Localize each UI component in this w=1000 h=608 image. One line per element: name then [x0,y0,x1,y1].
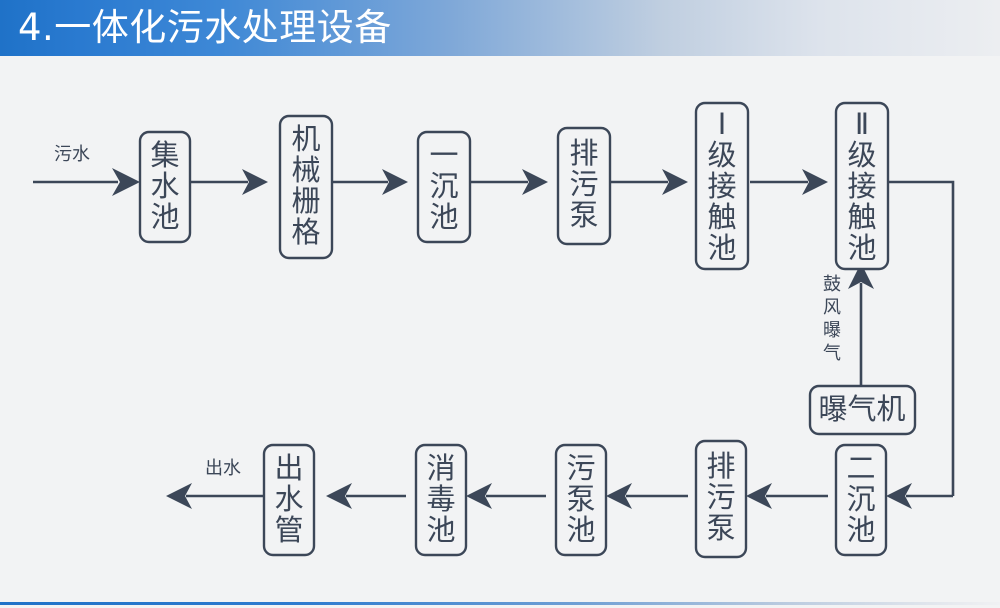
wrap-connector-contact2-to-secondary [888,180,955,496]
node-collect-tank-char-0: 集 [150,138,179,172]
node-contact-tank-1-char-1: 级 [707,138,736,172]
node-sewage-pump-2-char-0: 排 [706,449,735,483]
node-sewage-pump-1-char-0: 排 [569,136,598,170]
node-secondary-settler-box[interactable] [834,443,888,557]
arrow-wrap-into-secondary [886,483,953,509]
node-sewage-pump-1-char-2: 泵 [569,198,598,232]
aeration-label-char-2: 曝 [823,320,841,341]
aeration-label-char-1: 风 [823,297,841,318]
node-sewage-pump-2-char-2: 泵 [706,511,735,545]
inlet-arrow [33,168,140,196]
node-primary-settler-char-0: 一 [429,138,458,172]
arrow-sludge-to-disinfect [466,483,546,509]
node-primary-settler-char-2: 池 [429,200,458,234]
node-secondary-settler-char-1: 沉 [846,482,875,516]
node-primary-settler-box[interactable] [416,130,472,244]
node-sewage-pump-2-box[interactable] [694,439,748,559]
node-contact-tank-1[interactable]: Ⅰ 级 接 触 池 [694,101,750,271]
node-disinfect-tank-char-1: 毒 [426,482,455,516]
node-contact-tank-2-char-4: 池 [847,231,876,265]
page-header-bar: 4.一体化污水处理设备 [0,0,1000,56]
node-outlet-pipe-char-2: 管 [274,513,303,547]
aeration-arrow [848,263,874,386]
node-outlet-pipe-char-1: 水 [274,482,303,516]
arrow-grille-to-primary [332,169,408,195]
node-collect-tank-box[interactable] [138,130,192,244]
node-sewage-pump-1-box[interactable] [556,126,612,246]
flowchart-canvas: 污水 出水 鼓 风 曝 气 集 水 池 机 械 栅 格 一 沉 池 排 污 泵 … [0,56,1000,602]
aeration-label-char-3: 气 [823,343,841,364]
node-contact-tank-1-box[interactable] [694,101,750,271]
node-disinfect-tank[interactable]: 消 毒 池 [414,443,468,557]
page-title: 4.一体化污水处理设备 [18,6,392,49]
node-mech-grille-box[interactable] [278,114,334,260]
node-outlet-pipe-char-0: 出 [274,451,303,485]
node-contact-tank-2-char-0: Ⅱ [855,107,869,141]
node-mech-grille-char-1: 械 [291,153,320,187]
node-sewage-pump-2[interactable]: 排 污 泵 [694,439,748,559]
node-sewage-pump-2-char-1: 污 [706,480,735,514]
node-contact-tank-1-char-3: 触 [707,200,736,234]
node-sewage-pump-1-char-1: 污 [569,167,598,201]
node-outlet-pipe-box[interactable] [262,443,316,557]
node-aerator-box[interactable] [808,384,917,436]
node-sewage-pump-1[interactable]: 排 污 泵 [556,126,612,246]
node-mech-grille[interactable]: 机 械 栅 格 [278,114,334,260]
node-secondary-settler-char-0: 二 [846,451,875,485]
aeration-label: 鼓 风 曝 气 [823,274,841,364]
node-secondary-settler-char-2: 池 [846,513,875,547]
inlet-label: 污水 [54,144,90,165]
node-contact-tank-1-char-2: 接 [707,169,736,203]
node-sludge-pump-tank[interactable]: 污 泵 池 [554,443,608,557]
arrow-disinfect-to-outlet [326,483,406,509]
arrow-collect-to-grille [190,169,268,195]
node-contact-tank-2-box[interactable] [834,101,890,271]
node-aerator-label: 曝气机 [818,392,905,426]
node-sludge-pump-tank-char-2: 池 [566,513,595,547]
node-collect-tank-char-2: 池 [150,200,179,234]
outlet-arrow [166,483,264,509]
node-contact-tank-2-char-1: 级 [847,138,876,172]
node-contact-tank-1-char-4: 池 [707,231,736,265]
node-contact-tank-2-char-3: 触 [847,200,876,234]
aeration-label-char-0: 鼓 [823,274,841,295]
node-collect-tank[interactable]: 集 水 池 [138,130,192,244]
node-contact-tank-2[interactable]: Ⅱ 级 接 触 池 [834,101,890,271]
footer-accent-rule [0,602,1000,605]
node-primary-settler[interactable]: 一 沉 池 [416,130,472,244]
node-outlet-pipe[interactable]: 出 水 管 [262,443,316,557]
arrow-secondary-to-pump2 [746,483,828,509]
node-sludge-pump-tank-box[interactable] [554,443,608,557]
node-mech-grille-char-0: 机 [291,122,320,156]
node-disinfect-tank-char-2: 池 [426,513,455,547]
node-sludge-pump-tank-char-1: 泵 [566,482,595,516]
node-mech-grille-char-2: 栅 [291,184,320,218]
node-primary-settler-char-1: 沉 [429,169,458,203]
arrow-primary-to-pump1 [470,169,548,195]
arrow-pump2-to-sludge [606,483,688,509]
node-contact-tank-1-char-0: Ⅰ [718,107,727,141]
arrow-pump1-to-contact1 [610,169,688,195]
flowchart-svg: 污水 出水 鼓 风 曝 气 集 水 池 机 械 栅 格 一 沉 池 排 污 泵 … [33,101,955,559]
node-contact-tank-2-char-2: 接 [847,169,876,203]
arrow-contact1-to-contact2 [750,169,828,195]
node-secondary-settler[interactable]: 二 沉 池 [834,443,888,557]
node-aerator[interactable]: 曝气机 [808,384,917,436]
node-sludge-pump-tank-char-0: 污 [566,451,595,485]
node-disinfect-tank-box[interactable] [414,443,468,557]
outlet-label: 出水 [205,458,241,479]
node-disinfect-tank-char-0: 消 [426,451,455,485]
node-collect-tank-char-1: 水 [150,169,179,203]
node-mech-grille-char-3: 格 [291,215,320,249]
